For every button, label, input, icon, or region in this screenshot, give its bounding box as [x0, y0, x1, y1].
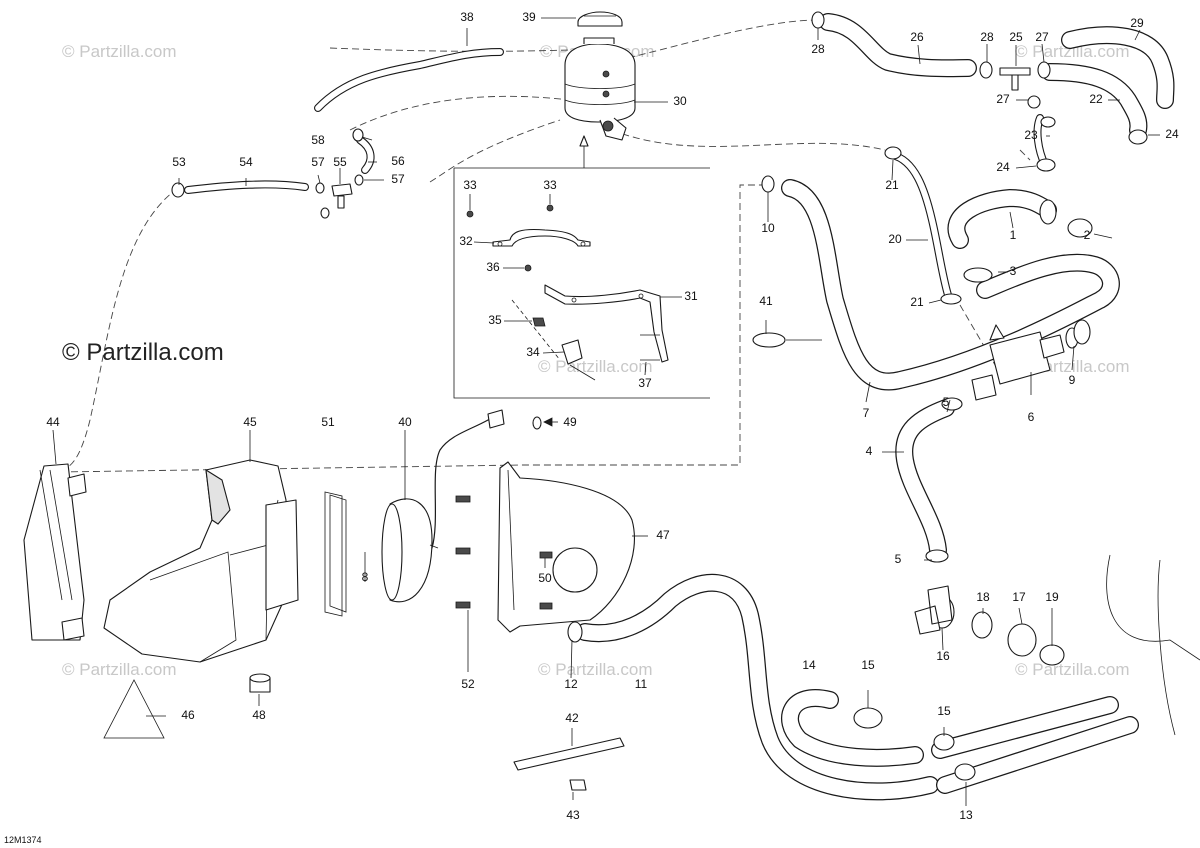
callout-24b: 24: [996, 160, 1010, 174]
coolant-reservoir: [564, 11, 636, 141]
tee-fitting: [999, 67, 1031, 91]
bracket-group: [466, 204, 669, 381]
callout-28b: 28: [980, 30, 994, 44]
fan-wire: [431, 417, 501, 549]
callout-43: 43: [566, 808, 580, 822]
callout-49: 49: [563, 415, 577, 429]
callout-35: 35: [488, 313, 502, 327]
callout-21a: 21: [885, 178, 899, 192]
leader-lines: [52, 17, 1160, 806]
callout-50: 50: [538, 571, 552, 585]
callout-9: 9: [1069, 373, 1076, 387]
callout-19: 19: [1045, 590, 1059, 604]
callout-41: 41: [759, 294, 773, 308]
callout-15b: 15: [937, 704, 951, 718]
callout-58: 58: [311, 133, 325, 147]
callout-33a: 33: [463, 178, 477, 192]
callout-7: 7: [863, 406, 870, 420]
frame-outline: [1106, 554, 1200, 661]
hose-clamps: [171, 11, 1148, 781]
callout-39: 39: [522, 10, 536, 24]
callout-47: 47: [656, 528, 670, 542]
callout-4: 4: [866, 444, 873, 458]
callout-labels: 1 2 3 4 5 5 6 7 8 9 10 11 12 13 14 15 15…: [46, 10, 1179, 822]
callout-2: 2: [1084, 228, 1091, 242]
callout-1: 1: [1010, 228, 1017, 242]
callout-21b: 21: [910, 295, 924, 309]
callout-25: 25: [1009, 30, 1023, 44]
callout-34: 34: [526, 345, 540, 359]
callout-55: 55: [333, 155, 347, 169]
watermark-text: © Partzilla.com: [1015, 660, 1130, 679]
callout-27a: 27: [1035, 30, 1049, 44]
callout-32: 32: [459, 234, 473, 248]
callout-23: 23: [1024, 128, 1038, 142]
callout-56: 56: [391, 154, 405, 168]
callout-28a: 28: [811, 42, 825, 56]
callout-42: 42: [565, 711, 579, 725]
callout-53: 53: [172, 155, 186, 169]
callout-20: 20: [888, 232, 902, 246]
watermark-main: © Partzilla.com: [62, 339, 224, 366]
tee-fitting-small: [331, 183, 353, 209]
thermostat-housing: [971, 319, 1091, 401]
callout-14: 14: [802, 658, 816, 672]
callout-30: 30: [673, 94, 687, 108]
callout-36: 36: [486, 260, 500, 274]
assembly-dash-lines: [57, 19, 1031, 473]
cable-tie: [513, 737, 625, 791]
radiator-assembly: [23, 459, 635, 739]
callout-22: 22: [1089, 92, 1103, 106]
callout-27b: 27: [996, 92, 1010, 106]
bracket-detail-box: [453, 135, 710, 399]
callout-51: 51: [321, 415, 335, 429]
callout-57a: 57: [311, 155, 325, 169]
screws: [455, 495, 553, 610]
callout-15a: 15: [861, 658, 875, 672]
callout-11: 11: [635, 677, 648, 691]
callout-12: 12: [564, 677, 578, 691]
callout-33b: 33: [543, 178, 557, 192]
callout-5b: 5: [895, 552, 902, 566]
callout-6: 6: [1028, 410, 1035, 424]
callout-57b: 57: [391, 172, 405, 186]
callout-54: 54: [239, 155, 253, 169]
callout-8: 8: [362, 570, 369, 584]
callout-18: 18: [976, 590, 990, 604]
callout-48: 48: [252, 708, 266, 722]
elbow-fitting: [914, 585, 953, 635]
callout-5a: 5: [943, 395, 950, 409]
drawing-code: 12M1374: [4, 835, 42, 845]
callout-3: 3: [1010, 264, 1017, 278]
callout-24a: 24: [1165, 127, 1179, 141]
watermark-text: © Partzilla.com: [62, 42, 177, 61]
callout-16: 16: [936, 649, 950, 663]
callout-52: 52: [461, 677, 475, 691]
callout-46: 46: [181, 708, 195, 722]
coolant-hoses: [184, 13, 1175, 801]
callout-40: 40: [398, 415, 412, 429]
callout-38: 38: [460, 10, 474, 24]
watermark-text: © Partzilla.com: [62, 660, 177, 679]
callout-45: 45: [243, 415, 257, 429]
callout-17: 17: [1012, 590, 1026, 604]
callout-37: 37: [638, 376, 652, 390]
callout-10: 10: [761, 221, 775, 235]
callout-29: 29: [1130, 16, 1144, 30]
callout-44: 44: [46, 415, 60, 429]
callout-13: 13: [959, 808, 973, 822]
watermark-text: © Partzilla.com: [538, 357, 653, 376]
callout-31: 31: [684, 289, 698, 303]
watermark-text: © Partzilla.com: [538, 660, 653, 679]
callout-26: 26: [910, 30, 924, 44]
